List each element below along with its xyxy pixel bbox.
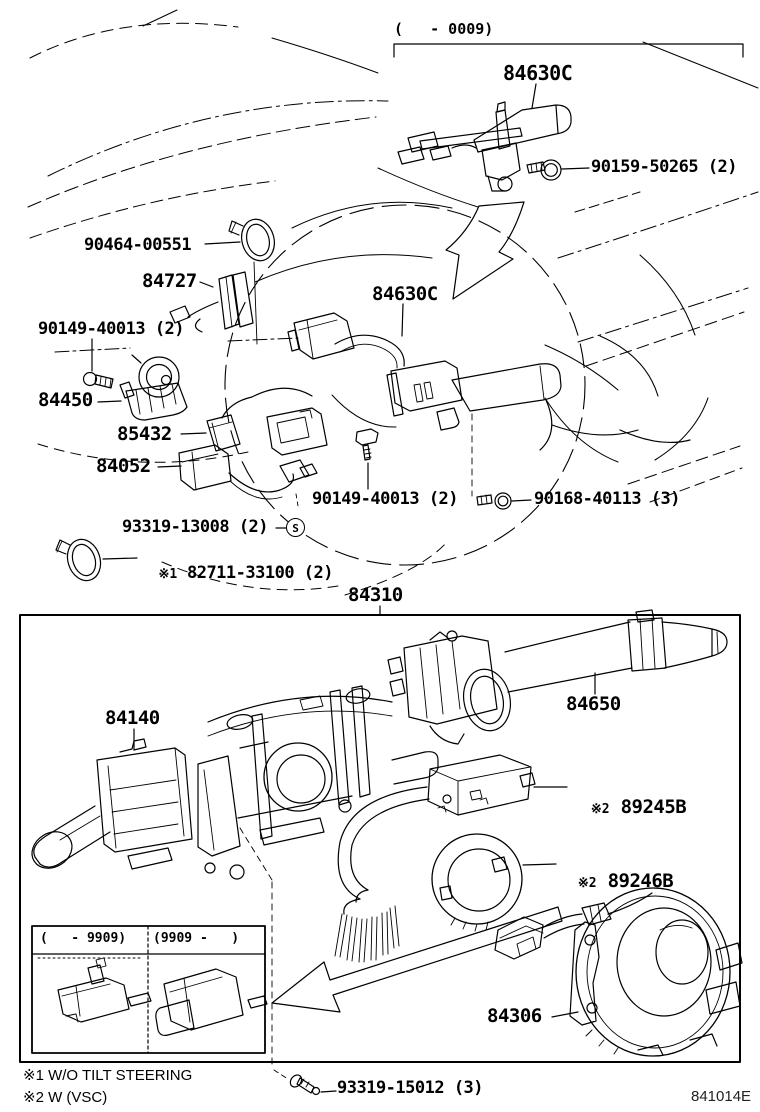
inset-variant-table	[31, 925, 268, 1054]
variant-bracket	[393, 43, 744, 58]
part-drawing-84630c-mid	[287, 303, 691, 497]
variant-note-top: ( - 0009)	[394, 20, 494, 38]
background-contours	[27, 9, 759, 596]
part-drawing-84450	[97, 354, 188, 421]
clamp-icon-90464	[204, 218, 275, 345]
harness-ribbon-and-pins	[334, 786, 430, 963]
footnote-ref-1: ※1	[158, 567, 178, 582]
lower-assembly-box	[19, 605, 741, 1063]
part-label-84140: 84140	[105, 707, 160, 729]
part-label-90168: 90168-40113 (3)	[534, 489, 681, 509]
footnote-ref-2b: ※2	[577, 876, 597, 891]
part-drawing-85432	[180, 387, 328, 456]
part-drawing-84630c-top	[397, 83, 572, 192]
part-label-84310: 84310	[348, 584, 403, 606]
footnote-2: ※2 W (VSC)	[23, 1089, 108, 1106]
figure-code: 841014E	[691, 1088, 752, 1105]
inset-header-early: ( - 9909)	[40, 931, 127, 946]
bolt-icon-90168	[476, 492, 532, 510]
part-drawing-column-bracket	[197, 685, 439, 880]
screw-icon-90149-upper	[82, 338, 114, 389]
part-label-93319-upper: 93319-13008 (2)	[122, 517, 269, 537]
part-label-84650: 84650	[566, 693, 621, 715]
part-drawing-89245b	[427, 754, 568, 816]
part-label-90159: 90159-50265 (2)	[591, 157, 738, 177]
clamp-icon-82711	[55, 538, 138, 582]
part-drawing-84052	[157, 444, 318, 507]
part-label-84450: 84450	[38, 389, 93, 411]
part-label-90149-upper: 90149-40013 (2)	[38, 319, 185, 339]
screw-icon-93319-lower	[289, 1074, 337, 1096]
part-drawing-84650	[387, 609, 728, 745]
part-drawing-84306	[551, 887, 743, 1057]
part-label-82711: ※1 82711-33100 (2)	[158, 563, 333, 583]
screw-icon-90149-mid	[355, 428, 379, 490]
part-label-85432: 85432	[117, 423, 172, 445]
part-drawing-84727	[169, 271, 254, 333]
substitution-marker: S	[286, 518, 305, 537]
screw-icon-90159	[526, 159, 590, 181]
part-label-89245b: ※2 89245B	[590, 796, 687, 818]
inset-header-late: (9909 - )	[153, 931, 240, 946]
part-label-89246b: ※2 89246B	[577, 870, 674, 892]
part-label-90464: 90464-00551	[84, 235, 192, 255]
connector-and-cable	[494, 892, 653, 960]
part-label-84727: 84727	[142, 270, 197, 292]
part-drawing-84140	[31, 728, 193, 870]
part-drawing-89246b	[431, 833, 557, 932]
part-label-84306: 84306	[487, 1005, 542, 1027]
part-label-84630c-top: 84630C	[503, 61, 573, 85]
footnote-1: ※1 W/O TILT STEERING	[23, 1067, 193, 1084]
part-label-84630c-mid: 84630C	[372, 283, 438, 305]
steering-wheel-outline	[224, 204, 709, 566]
reference-arrows	[271, 201, 563, 1013]
part-label-90149-mid: 90149-40013 (2)	[312, 489, 459, 509]
footnote-ref-2a: ※2	[590, 802, 610, 817]
part-label-93319-lower: 93319-15012 (3)	[337, 1078, 484, 1098]
part-label-84052: 84052	[96, 455, 151, 477]
dashed-leaders	[239, 827, 289, 1080]
